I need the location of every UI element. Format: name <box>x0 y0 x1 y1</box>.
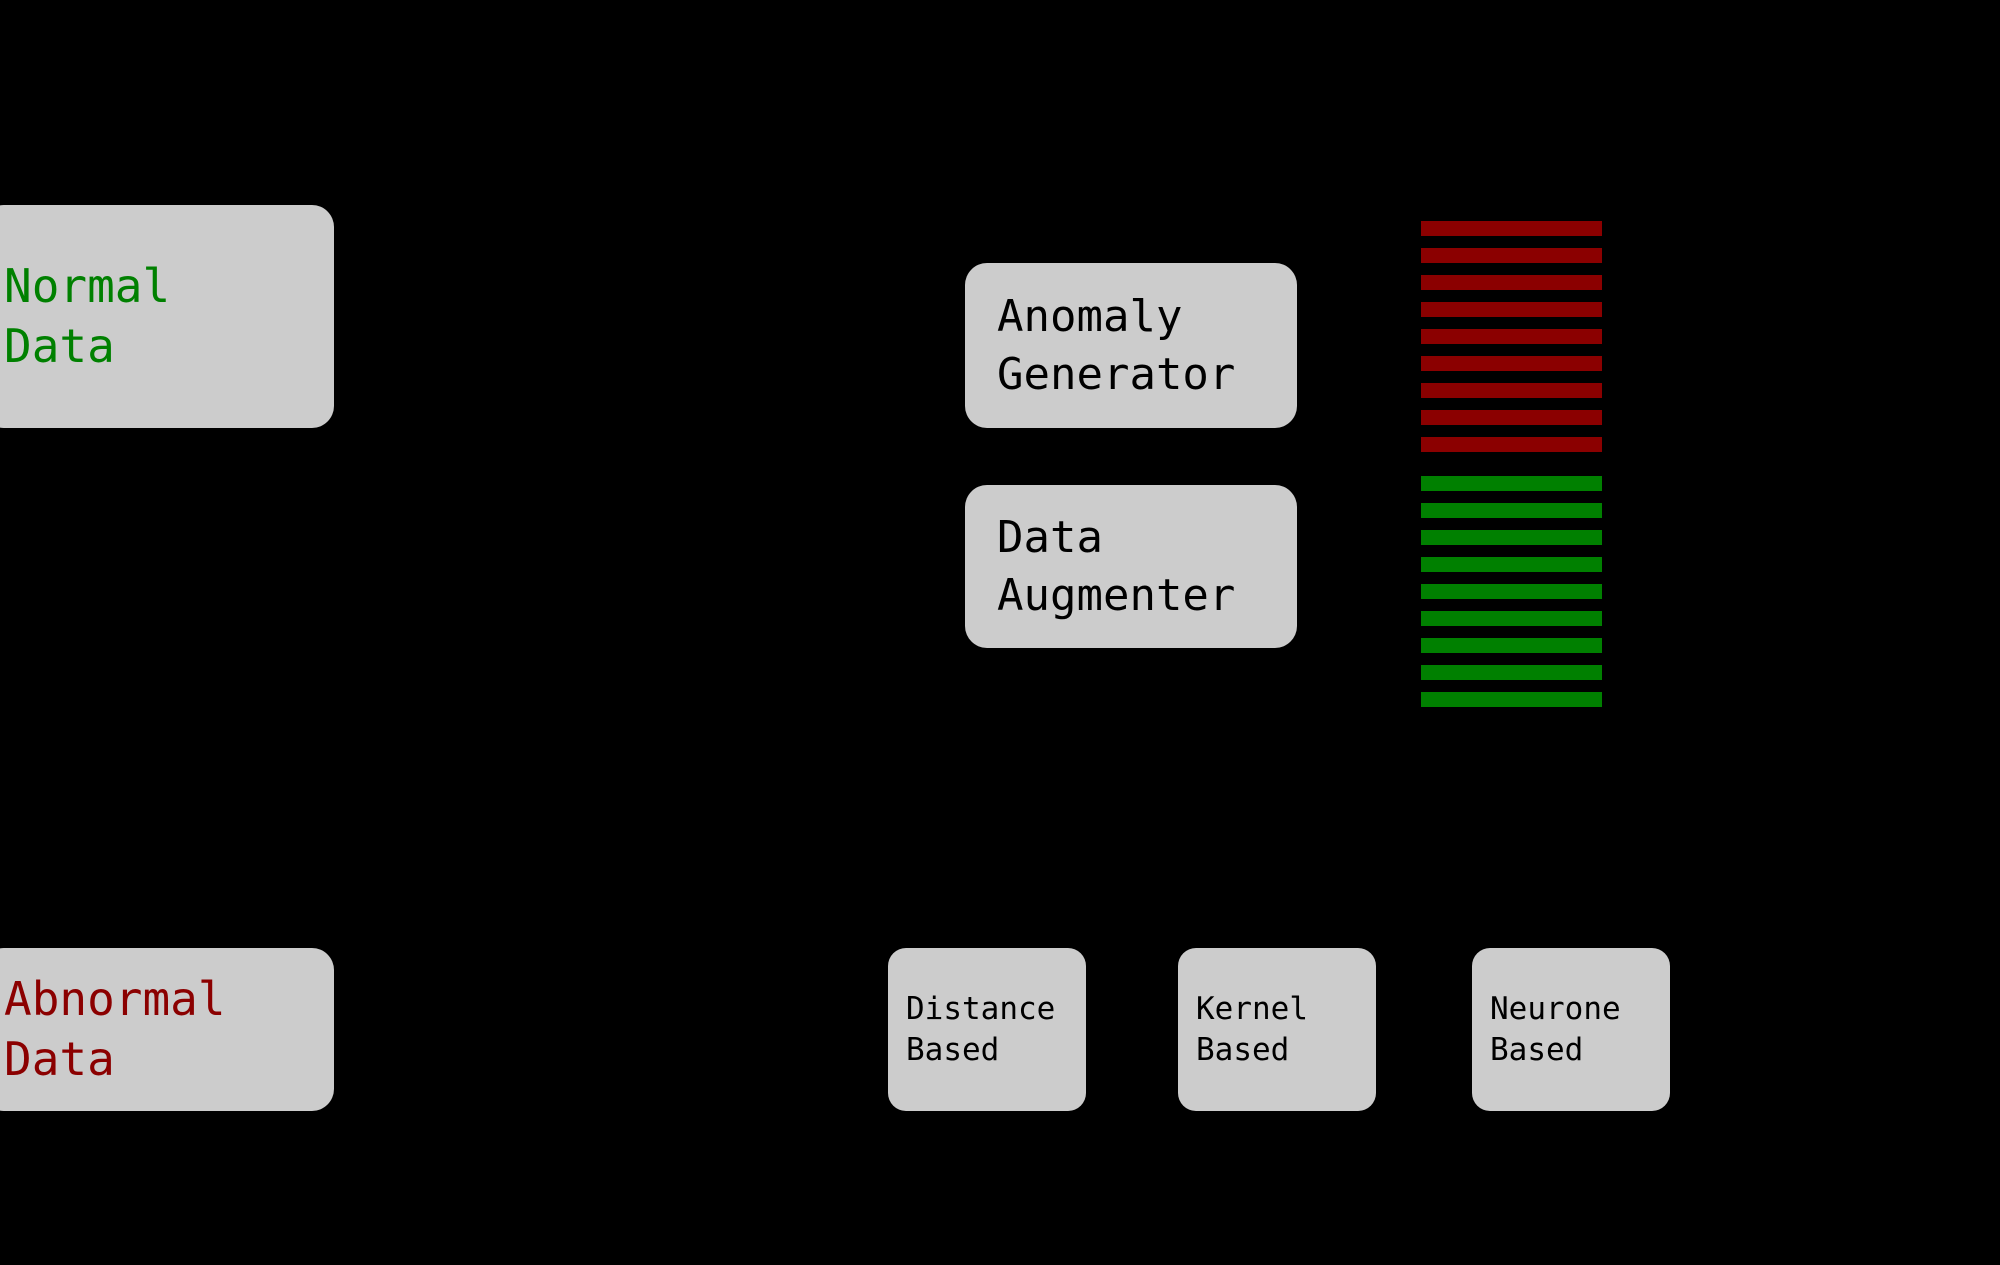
anomalous-samples-stripe <box>1421 302 1602 317</box>
anomalous-samples-stripe <box>1421 248 1602 263</box>
anomaly-generator-box-line-1: Anomaly <box>997 291 1183 343</box>
anomalous-samples-stripe <box>1421 383 1602 398</box>
normal-samples-stripe <box>1421 584 1602 599</box>
anomalous-samples-stripe <box>1421 221 1602 236</box>
kernel-based-box-line-2: Based <box>1196 1031 1290 1068</box>
generated-sample-stack <box>1421 221 1602 731</box>
normal-samples-stripe <box>1421 665 1602 680</box>
normal-samples-stripe <box>1421 611 1602 626</box>
anomalous-samples-stripe <box>1421 437 1602 452</box>
anomaly-generator-box-line-2: Generator <box>997 348 1236 400</box>
normal-samples-stripe <box>1421 638 1602 653</box>
normal-samples-stripe <box>1421 692 1602 707</box>
distance-based-box-line-2: Based <box>906 1031 1000 1068</box>
normal-samples-stripe <box>1421 530 1602 545</box>
normal-samples-stripe <box>1421 503 1602 518</box>
data-augmenter-box-line-1: Data <box>997 512 1103 564</box>
normal-data-box-line-1: Normal <box>4 258 171 313</box>
anomalous-samples-stripe <box>1421 410 1602 425</box>
abnormal-data-box-line-1: Abnormal <box>4 971 226 1026</box>
anomalous-samples-stripe <box>1421 356 1602 371</box>
normal-samples-stripe <box>1421 476 1602 491</box>
neurone-based-box-line-2: Based <box>1490 1031 1584 1068</box>
anomalous-samples-stripe <box>1421 329 1602 344</box>
kernel-based-box-line-1: Kernel <box>1196 991 1308 1028</box>
distance-based-box-line-1: Distance <box>906 991 1056 1028</box>
normal-samples-stripe <box>1421 557 1602 572</box>
data-augmenter-box-line-2: Augmenter <box>997 569 1236 621</box>
abnormal-data-box-line-2: Data <box>4 1031 115 1086</box>
normal-data-box-line-2: Data <box>4 318 115 373</box>
anomalous-samples-stripe <box>1421 275 1602 290</box>
neurone-based-box-line-1: Neurone <box>1490 991 1621 1028</box>
